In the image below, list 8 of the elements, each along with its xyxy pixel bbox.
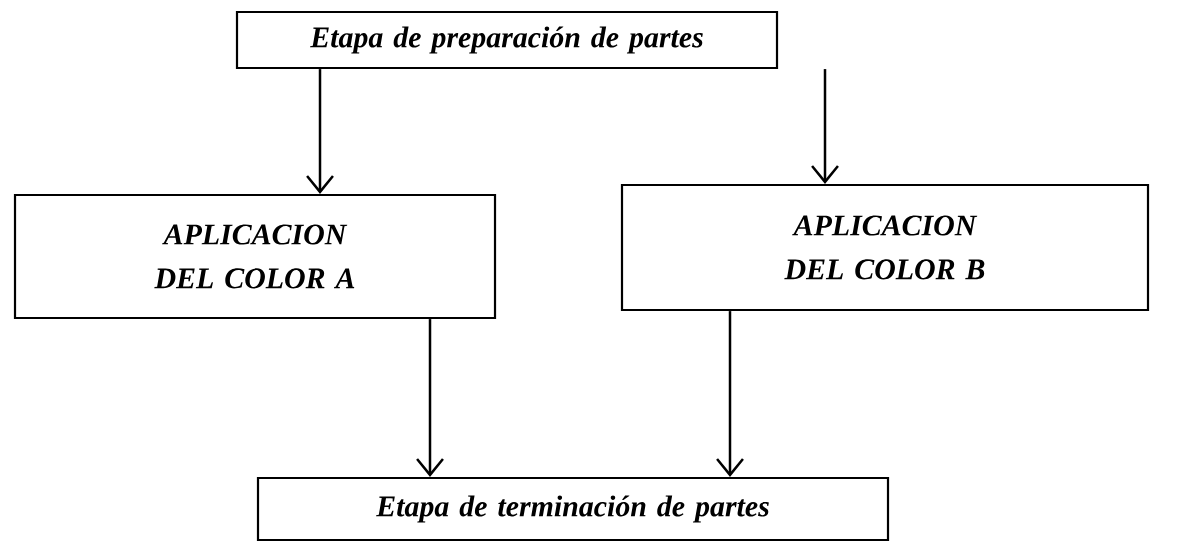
process-box: APLICACION DEL COLOR A xyxy=(13,193,497,320)
arrow xyxy=(416,319,444,477)
arrow xyxy=(811,69,839,184)
process-box: APLICACION DEL COLOR B xyxy=(620,183,1150,312)
process-box: Etapa de preparación de partes xyxy=(235,10,779,70)
arrow xyxy=(306,69,334,194)
process-box: Etapa de terminación de partes xyxy=(256,476,890,542)
arrow xyxy=(716,311,744,477)
